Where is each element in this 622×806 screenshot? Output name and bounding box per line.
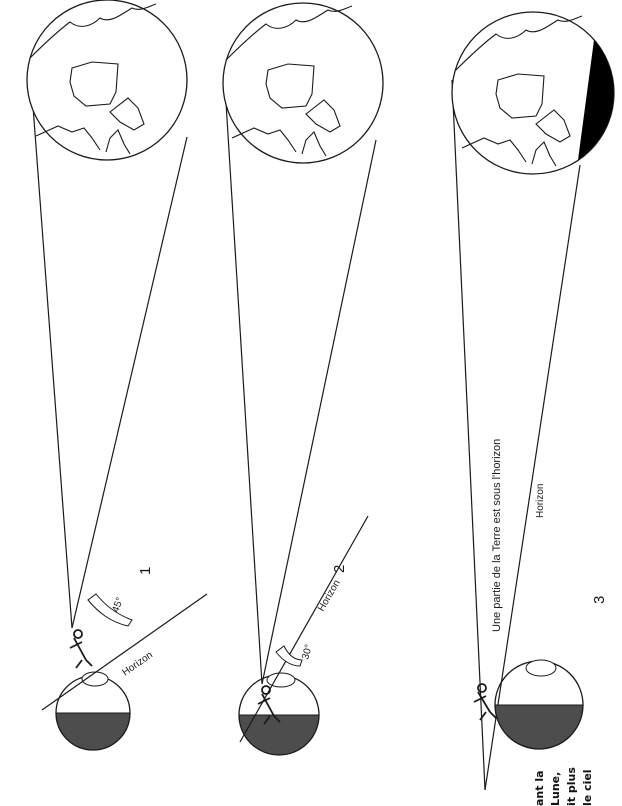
- panel-number: 2: [331, 565, 348, 573]
- horizon-label: Horizon: [316, 578, 343, 613]
- earth-globe: [223, 3, 383, 163]
- sight-line-upper: [452, 80, 485, 790]
- sight-line-upper: [30, 66, 72, 628]
- panel-1: Horizon 45° 1: [27, 0, 207, 750]
- angle-label: 45°: [110, 596, 126, 614]
- side-text-line: Lune,: [549, 772, 562, 806]
- caption: Une partie de la Terre est sous l'horizo…: [491, 439, 503, 632]
- horizon-line: [240, 516, 368, 742]
- panel-number: 3: [591, 596, 608, 604]
- cropped-side-text: ant la Lune, it plus le ciel: [533, 767, 594, 806]
- horizon-label: Horizon: [535, 484, 546, 518]
- sight-line-lower: [72, 137, 187, 628]
- earth-globe: [27, 0, 187, 160]
- moon: [56, 672, 130, 750]
- sight-line-upper: [224, 70, 262, 684]
- earth-globe: [452, 12, 614, 174]
- observer-figure: [70, 630, 92, 668]
- side-text-line: ant la: [533, 770, 546, 806]
- horizon-label: Horizon: [120, 650, 155, 679]
- angle-arc: [276, 646, 302, 666]
- moon: [239, 673, 319, 755]
- moon: [495, 660, 583, 749]
- angle-label: 30°: [300, 643, 315, 660]
- panel-3: Une partie de la Terre est sous l'horizo…: [452, 12, 614, 790]
- side-text-line: le ciel: [581, 769, 594, 806]
- panel-2: Horizon 30° 2: [223, 3, 383, 755]
- panel-number: 1: [137, 567, 154, 575]
- side-text-line: it plus: [565, 767, 578, 806]
- observer-figure: [474, 684, 496, 720]
